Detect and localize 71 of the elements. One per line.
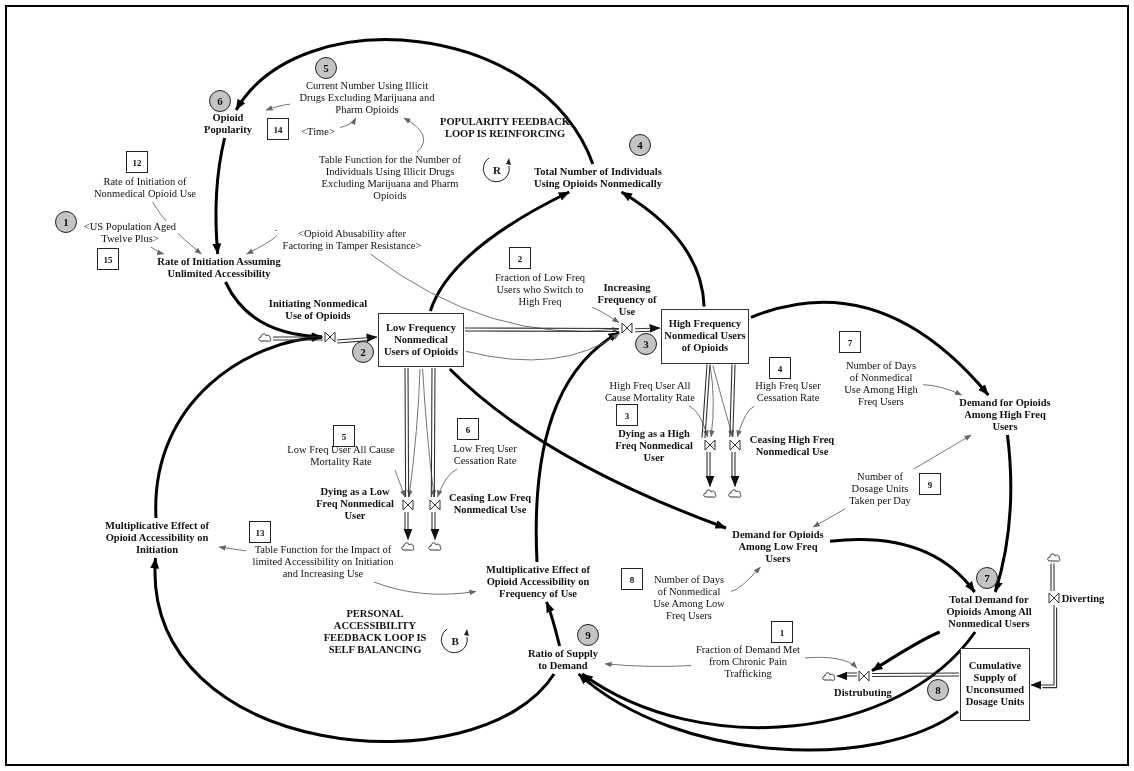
callout-number: 1 [771,621,793,643]
callout-number: 15 [97,248,119,270]
causal-arrow [750,301,990,396]
causal-arrow [154,333,323,519]
callout-number: 14 [267,118,289,140]
valve-icon [324,331,336,343]
causal-arrow [993,434,1013,593]
valve-icon [858,670,870,682]
callout-number: 3 [635,333,657,355]
flow-label: Dying as a High Freq Nonmedical User [614,428,694,465]
causal-arrow [212,137,227,255]
callout-number: 1 [55,211,77,233]
causal-arrow [448,367,727,530]
callout-number: 3 [616,404,638,426]
callout-number: 4 [769,357,791,379]
causal-arrow [620,190,706,307]
callout-number: 7 [839,331,861,353]
callout-number: 2 [509,247,531,269]
variable-label: Total Number of Individuals Using Opioids Nonmedically [533,166,663,191]
causal-arrow [545,601,562,647]
loop-letter: R [493,163,501,177]
causal-arrow [581,631,977,730]
valve-icon [729,439,741,451]
callout-number: 5 [315,57,337,79]
callout-number: 6 [209,90,231,112]
callout-number: 6 [457,418,479,440]
callout-number: 9 [577,624,599,646]
callout-number: 5 [333,425,355,447]
causal-arrow [829,538,976,593]
valve-icon [429,499,441,511]
variable-label: Fraction of Demand Met from Chronic Pain Trafficking [693,644,803,681]
flow-label: Increasing Frequency of Use [596,282,658,319]
cloud-icon [822,670,836,682]
cloud-icon [1047,551,1061,563]
causal-arrow [234,38,595,165]
causal-arrow [534,331,620,563]
callout-number: 8 [927,679,949,701]
callout-number: 12 [126,151,148,173]
causal-arrow [428,190,570,312]
callout-number: 13 [249,521,271,543]
callout-number: 9 [919,473,941,495]
flow-label: Distrubuting [833,687,893,700]
causal-arrow [871,630,941,673]
flow-label: Ceasing Low Freq Nonmedical Use [447,492,533,517]
valve-icon [1048,592,1060,604]
flow-label: Ceasing High Freq Nonmedical Use [748,434,836,459]
causal-arrow [151,557,556,743]
valve-icon [621,322,633,334]
callout-number: 2 [352,341,374,363]
flow-label: Dying as a Low Freq Nonmedical User [315,486,395,523]
cloud-icon [728,487,742,499]
stock-box: Low Frequency Nonmedical Users of Opioids [378,313,464,367]
variable-label: Number of Days of Nonmedical Use Among High Freq Users [841,360,921,409]
cloud-icon [258,331,272,343]
variable-label: Rate of Initiation Assuming Unlimited Accessibility [154,256,284,281]
causal-arrow [577,672,959,752]
loop-label: POPULARITY FEEDBACK LOOP IS REINFORCING [440,116,570,141]
valve-icon [402,499,414,511]
loop-letter: B [451,634,459,648]
callout-number: 8 [621,568,643,590]
stock-box: Cumulative Supply of Unconsumed Dosage Units [960,647,1030,721]
cloud-icon [401,540,415,552]
callout-number: 7 [976,567,998,589]
valve-icon [704,439,716,451]
flow-label: Initiating Nonmedical Use of Opioids [268,298,368,323]
callout-number: 4 [629,134,651,156]
flow-label: Diverting [1060,593,1106,606]
loop-label: PERSONAL ACCESSIBILITY FEEDBACK LOOP IS SELF BALANCING [322,608,428,657]
cloud-icon [428,540,442,552]
cloud-icon [703,487,717,499]
stock-box: High Frequency Nonmedical Users of Opioids [661,308,749,364]
